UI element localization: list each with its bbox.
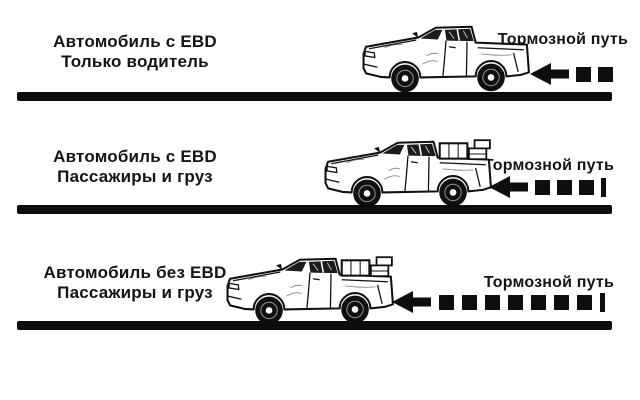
braking-distance-indicator-row3 [391, 289, 605, 315]
vehicle-label-row1-line2: Только водитель [61, 52, 209, 71]
pickup-truck-illustration-row1 [362, 25, 530, 94]
brake-dash [576, 66, 591, 82]
brake-dash [577, 294, 592, 310]
pickup-truck-illustration-row3 [226, 256, 394, 326]
brake-dash [554, 294, 569, 310]
left-arrow-icon [391, 289, 431, 315]
brake-dash [598, 66, 613, 82]
pickup-truck-illustration-row2 [324, 139, 492, 209]
brake-dash [508, 294, 523, 310]
vehicle-label-row3: Автомобиль без EBD Пассажиры и груз [30, 263, 240, 303]
vehicle-label-row2-line2: Пассажиры и груз [57, 167, 213, 186]
vehicle-label-row2: Автомобиль с EBD Пассажиры и груз [35, 147, 235, 187]
road-line-row3 [17, 321, 612, 330]
road-line-row1 [17, 92, 612, 101]
brake-dash [485, 294, 500, 310]
braking-distance-label-row3: Тормозной путь [483, 274, 614, 291]
braking-distance-indicator-row2 [488, 174, 606, 200]
brake-dash [462, 294, 477, 310]
braking-distance-label-row1: Тормозной путь [497, 31, 628, 48]
vehicle-label-row1: Автомобиль с EBD Только водитель [35, 32, 235, 72]
brake-dash [439, 294, 454, 310]
vehicle-label-row3-line2: Пассажиры и груз [57, 283, 213, 302]
brake-dash [557, 179, 572, 195]
brake-end-tick [601, 177, 606, 197]
vehicle-label-row1-line1: Автомобиль с EBD [53, 32, 217, 51]
vehicle-label-row3-line1: Автомобиль без EBD [43, 263, 227, 282]
road-line-row2 [17, 205, 612, 214]
brake-dash [535, 179, 550, 195]
vehicle-label-row2-line1: Автомобиль с EBD [53, 147, 217, 166]
brake-end-tick [600, 292, 605, 312]
left-arrow-icon [529, 61, 569, 87]
left-arrow-icon [488, 174, 528, 200]
brake-dash [579, 179, 594, 195]
braking-distance-label-row2: Тормозной путь [483, 157, 614, 174]
brake-dash [531, 294, 546, 310]
braking-distance-indicator-row1 [529, 61, 613, 87]
